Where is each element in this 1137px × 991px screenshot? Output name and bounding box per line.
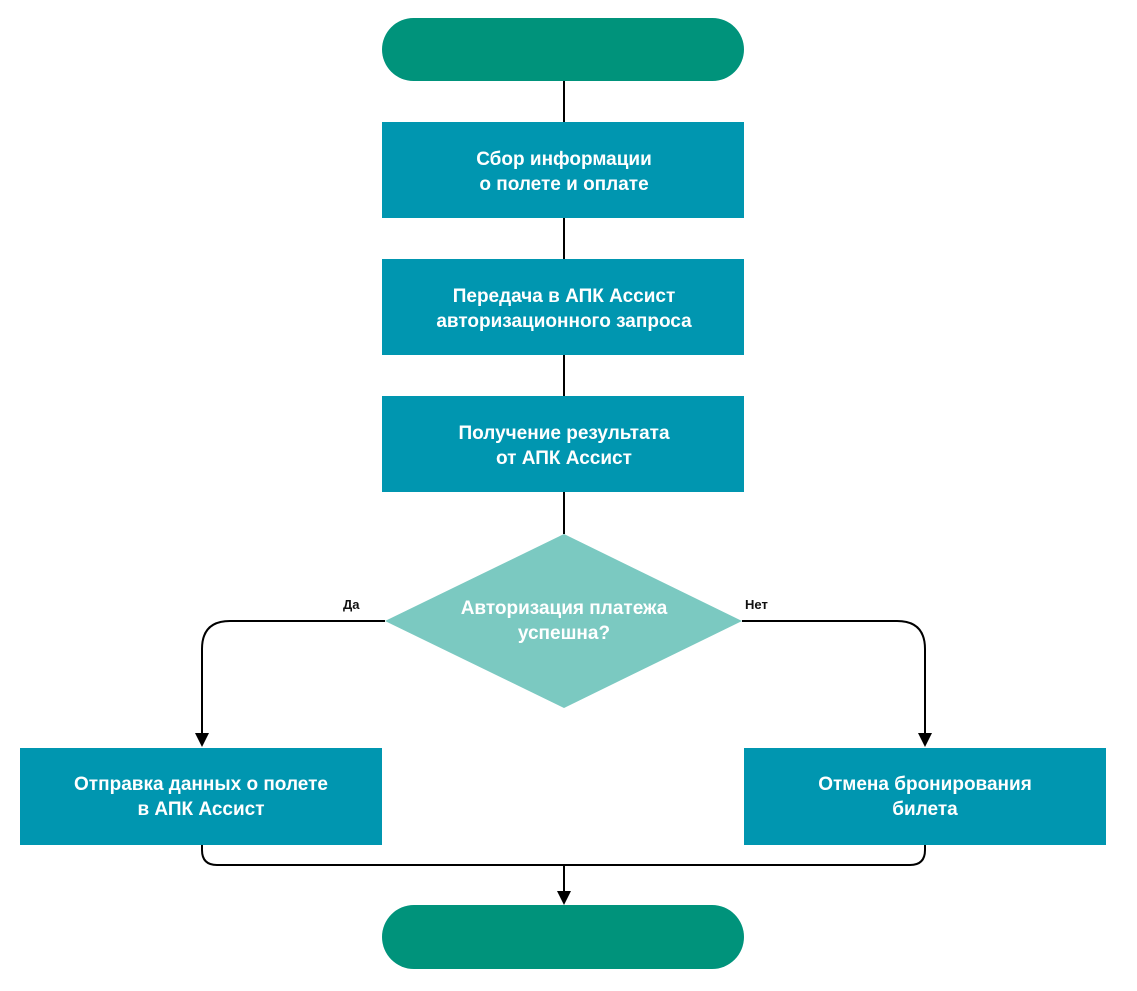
process-cancel-booking-line-1: Отмена бронирования: [818, 774, 1032, 795]
edge-send-end: [201, 845, 564, 866]
process-send-flight-data-line-1: Отправка данных о полете: [74, 774, 328, 795]
decision-authorization-line-1: Авторизация платежа: [461, 598, 668, 619]
start-terminal: [382, 18, 744, 81]
end-terminal: [382, 905, 744, 969]
process-cancel-booking-line-2: билета: [892, 799, 958, 820]
arrowhead-end: [557, 891, 571, 905]
edge-decision-no: [742, 620, 926, 733]
process-transfer-request: [382, 259, 744, 355]
process-cancel-booking: [744, 748, 1106, 845]
process-receive-result-line-2: от АПК Ассист: [496, 448, 632, 469]
edge-label-yes: Да: [343, 597, 360, 612]
arrowhead-no: [918, 733, 932, 747]
arrowhead-yes: [195, 733, 209, 747]
decision-authorization-line-2: успешна?: [518, 623, 610, 644]
process-transfer-request-line-2: авторизационного запроса: [436, 311, 692, 332]
process-send-flight-data-line-2: в АПК Ассист: [137, 799, 264, 820]
edge-cancel-end: [564, 845, 926, 866]
edge-decision-yes: [201, 620, 385, 733]
process-collect-info-line-1: Сбор информации: [476, 149, 652, 170]
process-transfer-request-line-1: Передача в АПК Ассист: [453, 286, 676, 307]
process-receive-result: [382, 396, 744, 492]
process-send-flight-data: [20, 748, 382, 845]
edge-label-no: Нет: [745, 597, 768, 612]
process-receive-result-line-1: Получение результата: [458, 423, 669, 444]
process-collect-info-line-2: о полете и оплате: [479, 174, 648, 195]
process-collect-info: [382, 122, 744, 218]
decision-authorization: [385, 534, 742, 708]
